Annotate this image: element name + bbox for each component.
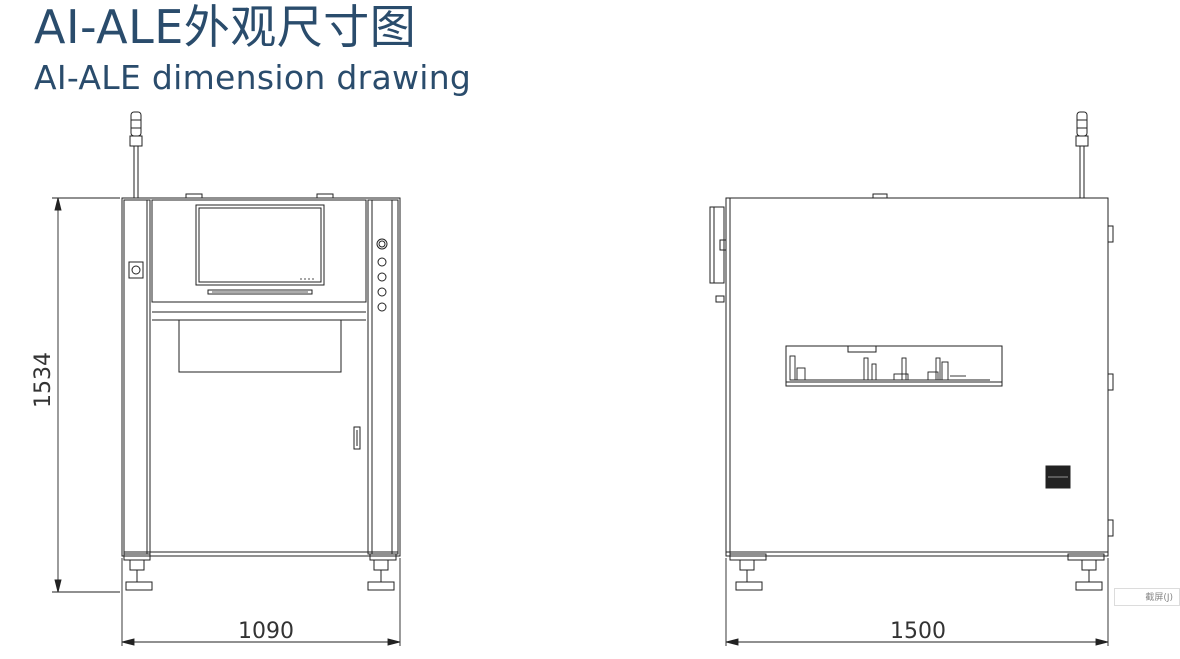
indicator-button [376, 238, 388, 250]
front-foot-left [125, 559, 153, 591]
height-dimension-label: 1534 [31, 352, 56, 408]
dimension-lines [52, 197, 1109, 646]
front-signal-tower [129, 111, 143, 198]
conveyor-rails [789, 355, 990, 381]
front-view [121, 111, 401, 591]
front-foot-right [367, 559, 395, 591]
side-view [709, 111, 1114, 591]
side-signal-tower [1075, 111, 1089, 198]
main-switch [128, 261, 144, 279]
conveyor-opening [785, 345, 1003, 387]
front-top-lug-right [316, 193, 334, 199]
front-body [121, 197, 401, 557]
side-depth-dimension-label: 1500 [890, 619, 946, 644]
control-button [377, 287, 387, 297]
screenshot-badge[interactable]: 截屏(J) [1114, 588, 1180, 606]
side-foot-left [735, 559, 763, 591]
front-window [178, 320, 342, 373]
keyboard-tray [207, 289, 313, 295]
control-button [377, 302, 387, 312]
front-top-lug-left [185, 193, 203, 199]
door-handle [353, 426, 361, 450]
side-body [725, 197, 1109, 557]
side-foot-right [1075, 559, 1103, 591]
front-upper-panel [151, 199, 367, 303]
front-left-column [123, 199, 151, 555]
side-monitor-edge [709, 206, 725, 284]
control-button [377, 257, 387, 267]
front-width-dimension-label: 1090 [238, 619, 294, 644]
monitor [195, 204, 325, 286]
control-button [377, 272, 387, 282]
page-subtitle: AI-ALE dimension drawing [34, 58, 472, 97]
page-title: AI-ALE外观尺寸图 [34, 0, 417, 54]
